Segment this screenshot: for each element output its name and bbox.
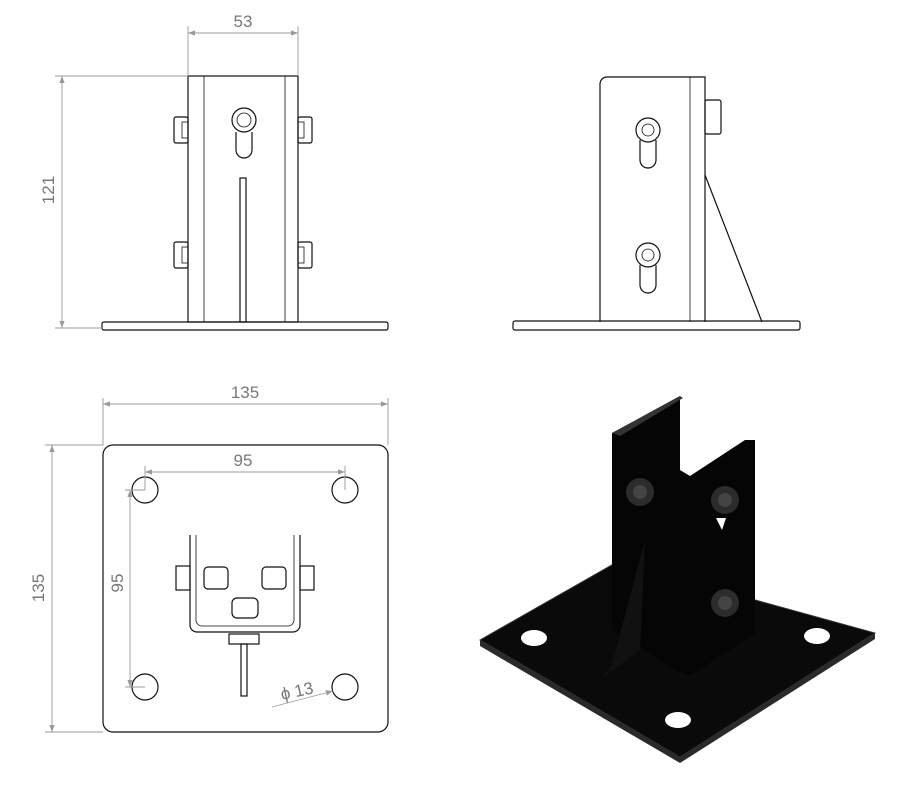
top-view: 135 135 95 95 ϕ 13 (29, 383, 389, 733)
dim-hole-diameter: 13 (293, 678, 315, 701)
front-view: 53 121 (39, 12, 389, 331)
dim-front-height: 121 (39, 176, 58, 204)
dim-diameter-symbol: ϕ (279, 683, 292, 704)
bolt-head-icon (626, 478, 739, 617)
dim-front-width: 53 (234, 12, 253, 31)
side-view (512, 76, 801, 331)
dim-hole-spacing-y: 95 (108, 574, 127, 593)
dim-plate-depth: 135 (29, 574, 48, 602)
mounting-hole-icon (131, 476, 359, 701)
isometric-view (478, 396, 877, 763)
bolt-icon (173, 116, 313, 269)
screw-icon (231, 107, 257, 159)
dim-plate-width: 135 (231, 383, 259, 402)
screw-icon (635, 117, 661, 294)
dim-hole-spacing-x: 95 (234, 451, 253, 470)
